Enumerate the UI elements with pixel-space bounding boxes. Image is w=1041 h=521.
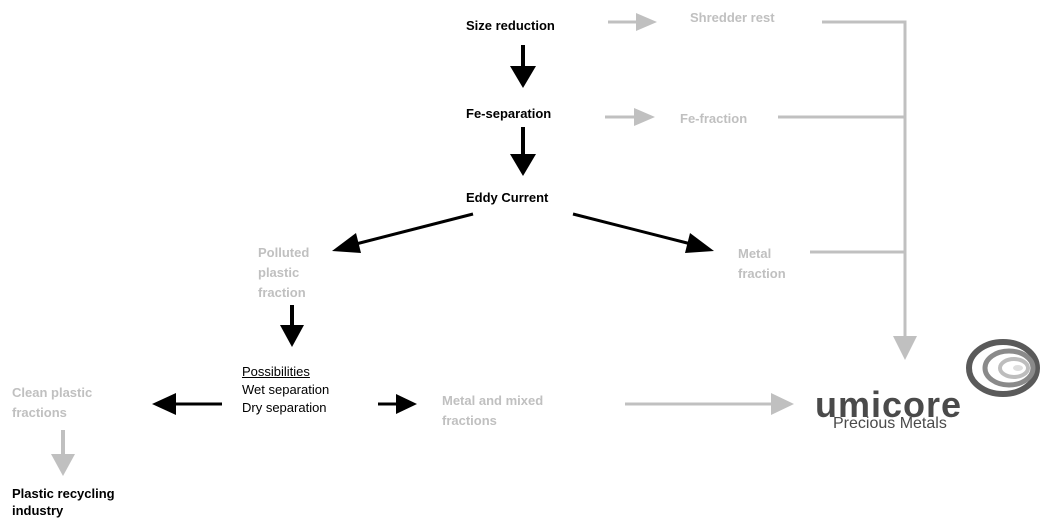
node-metal-fraction-line1: Metal [738,246,772,261]
arrow-into-umicore [893,336,917,360]
arrow-clean-to-recycling [51,430,75,476]
node-clean-line1: Clean plastic [12,385,93,400]
arrow-possibilities-to-mixed [378,394,417,414]
arrow-size-to-shredder [608,13,657,31]
node-eddy-current: Eddy Current [466,190,549,205]
node-possibilities-wet: Wet separation [242,382,330,397]
node-size-reduction: Size reduction [466,18,555,33]
arrow-fe-to-fraction [605,108,655,126]
node-recycling-line2: industry [12,503,64,518]
arrow-eddy-to-metal [572,212,714,253]
arrow-eddy-to-polluted [332,212,474,253]
node-polluted-line1: Polluted [258,245,310,260]
arrow-polluted-to-possibilities [280,305,304,347]
arrow-mixed-to-umicore [625,393,794,415]
umicore-logo-icon [966,339,1040,397]
node-recycling-line1: Plastic recycling [12,486,115,501]
arrow-size-to-fe [510,45,536,88]
node-mixed-line2: fractions [442,413,497,428]
node-mixed-line1: Metal and mixed [442,393,544,408]
node-possibilities-dry: Dry separation [242,400,327,415]
node-polluted-line2: plastic [258,265,300,280]
arrow-possibilities-to-clean [152,393,222,415]
node-polluted-line3: fraction [258,285,306,300]
node-clean-line2: fractions [12,405,67,420]
node-fe-separation: Fe-separation [466,106,552,121]
node-shredder-rest: Shredder rest [690,10,775,25]
node-fe-fraction: Fe-fraction [680,111,748,126]
arrow-fe-to-eddy [510,127,536,176]
collector-lines [778,20,907,342]
node-metal-fraction-line2: fraction [738,266,786,281]
umicore-logo-subtitle: Precious Metals [833,415,947,432]
node-possibilities-title: Possibilities [242,364,310,379]
umicore-logo-text: umicore [815,384,963,425]
